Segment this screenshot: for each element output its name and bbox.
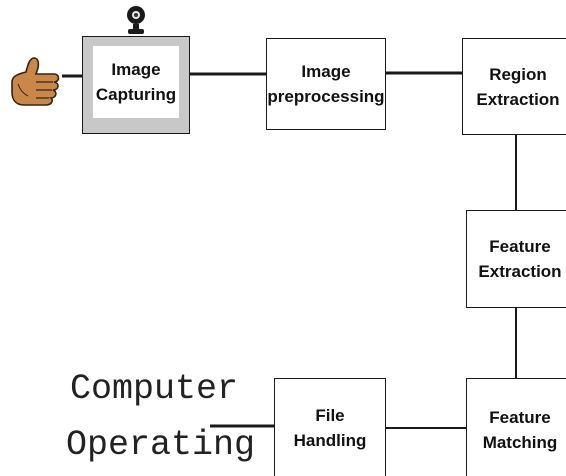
image-preprocessing-box: Image preprocessing bbox=[266, 38, 386, 130]
feature-matching-label-line2: Matching bbox=[482, 433, 558, 452]
file-handling-label-line1: File bbox=[315, 406, 345, 425]
image-preprocessing-label-line2: preprocessing bbox=[267, 87, 385, 106]
image-capturing-label-line1: Image bbox=[111, 60, 161, 79]
image-capturing-box: Image Capturing bbox=[93, 46, 179, 118]
region-extraction-label-line1: Region bbox=[489, 64, 547, 84]
feature-extraction-box: Feature Extraction bbox=[466, 210, 566, 308]
webcam-icon bbox=[127, 6, 145, 34]
output-text-line2: Operating bbox=[66, 425, 256, 465]
image-preprocessing-label-line1: Image bbox=[301, 62, 351, 81]
feature-extraction-label-line2: Extraction bbox=[478, 262, 562, 281]
region-extraction-label-line2: Extraction bbox=[476, 89, 560, 109]
output-text-line1: Computer bbox=[70, 369, 239, 409]
thumbs-up-hand-icon bbox=[11, 57, 60, 106]
file-handling-label-line2: Handling bbox=[293, 431, 367, 450]
feature-extraction-label-line1: Feature bbox=[489, 237, 551, 256]
region-extraction-box: Region Extraction bbox=[462, 38, 566, 135]
feature-matching-box: Feature Matching bbox=[466, 378, 566, 476]
file-handling-box: File Handling bbox=[274, 378, 386, 476]
image-capturing-label-line2: Capturing bbox=[95, 85, 177, 104]
feature-matching-label-line1: Feature bbox=[489, 408, 551, 427]
